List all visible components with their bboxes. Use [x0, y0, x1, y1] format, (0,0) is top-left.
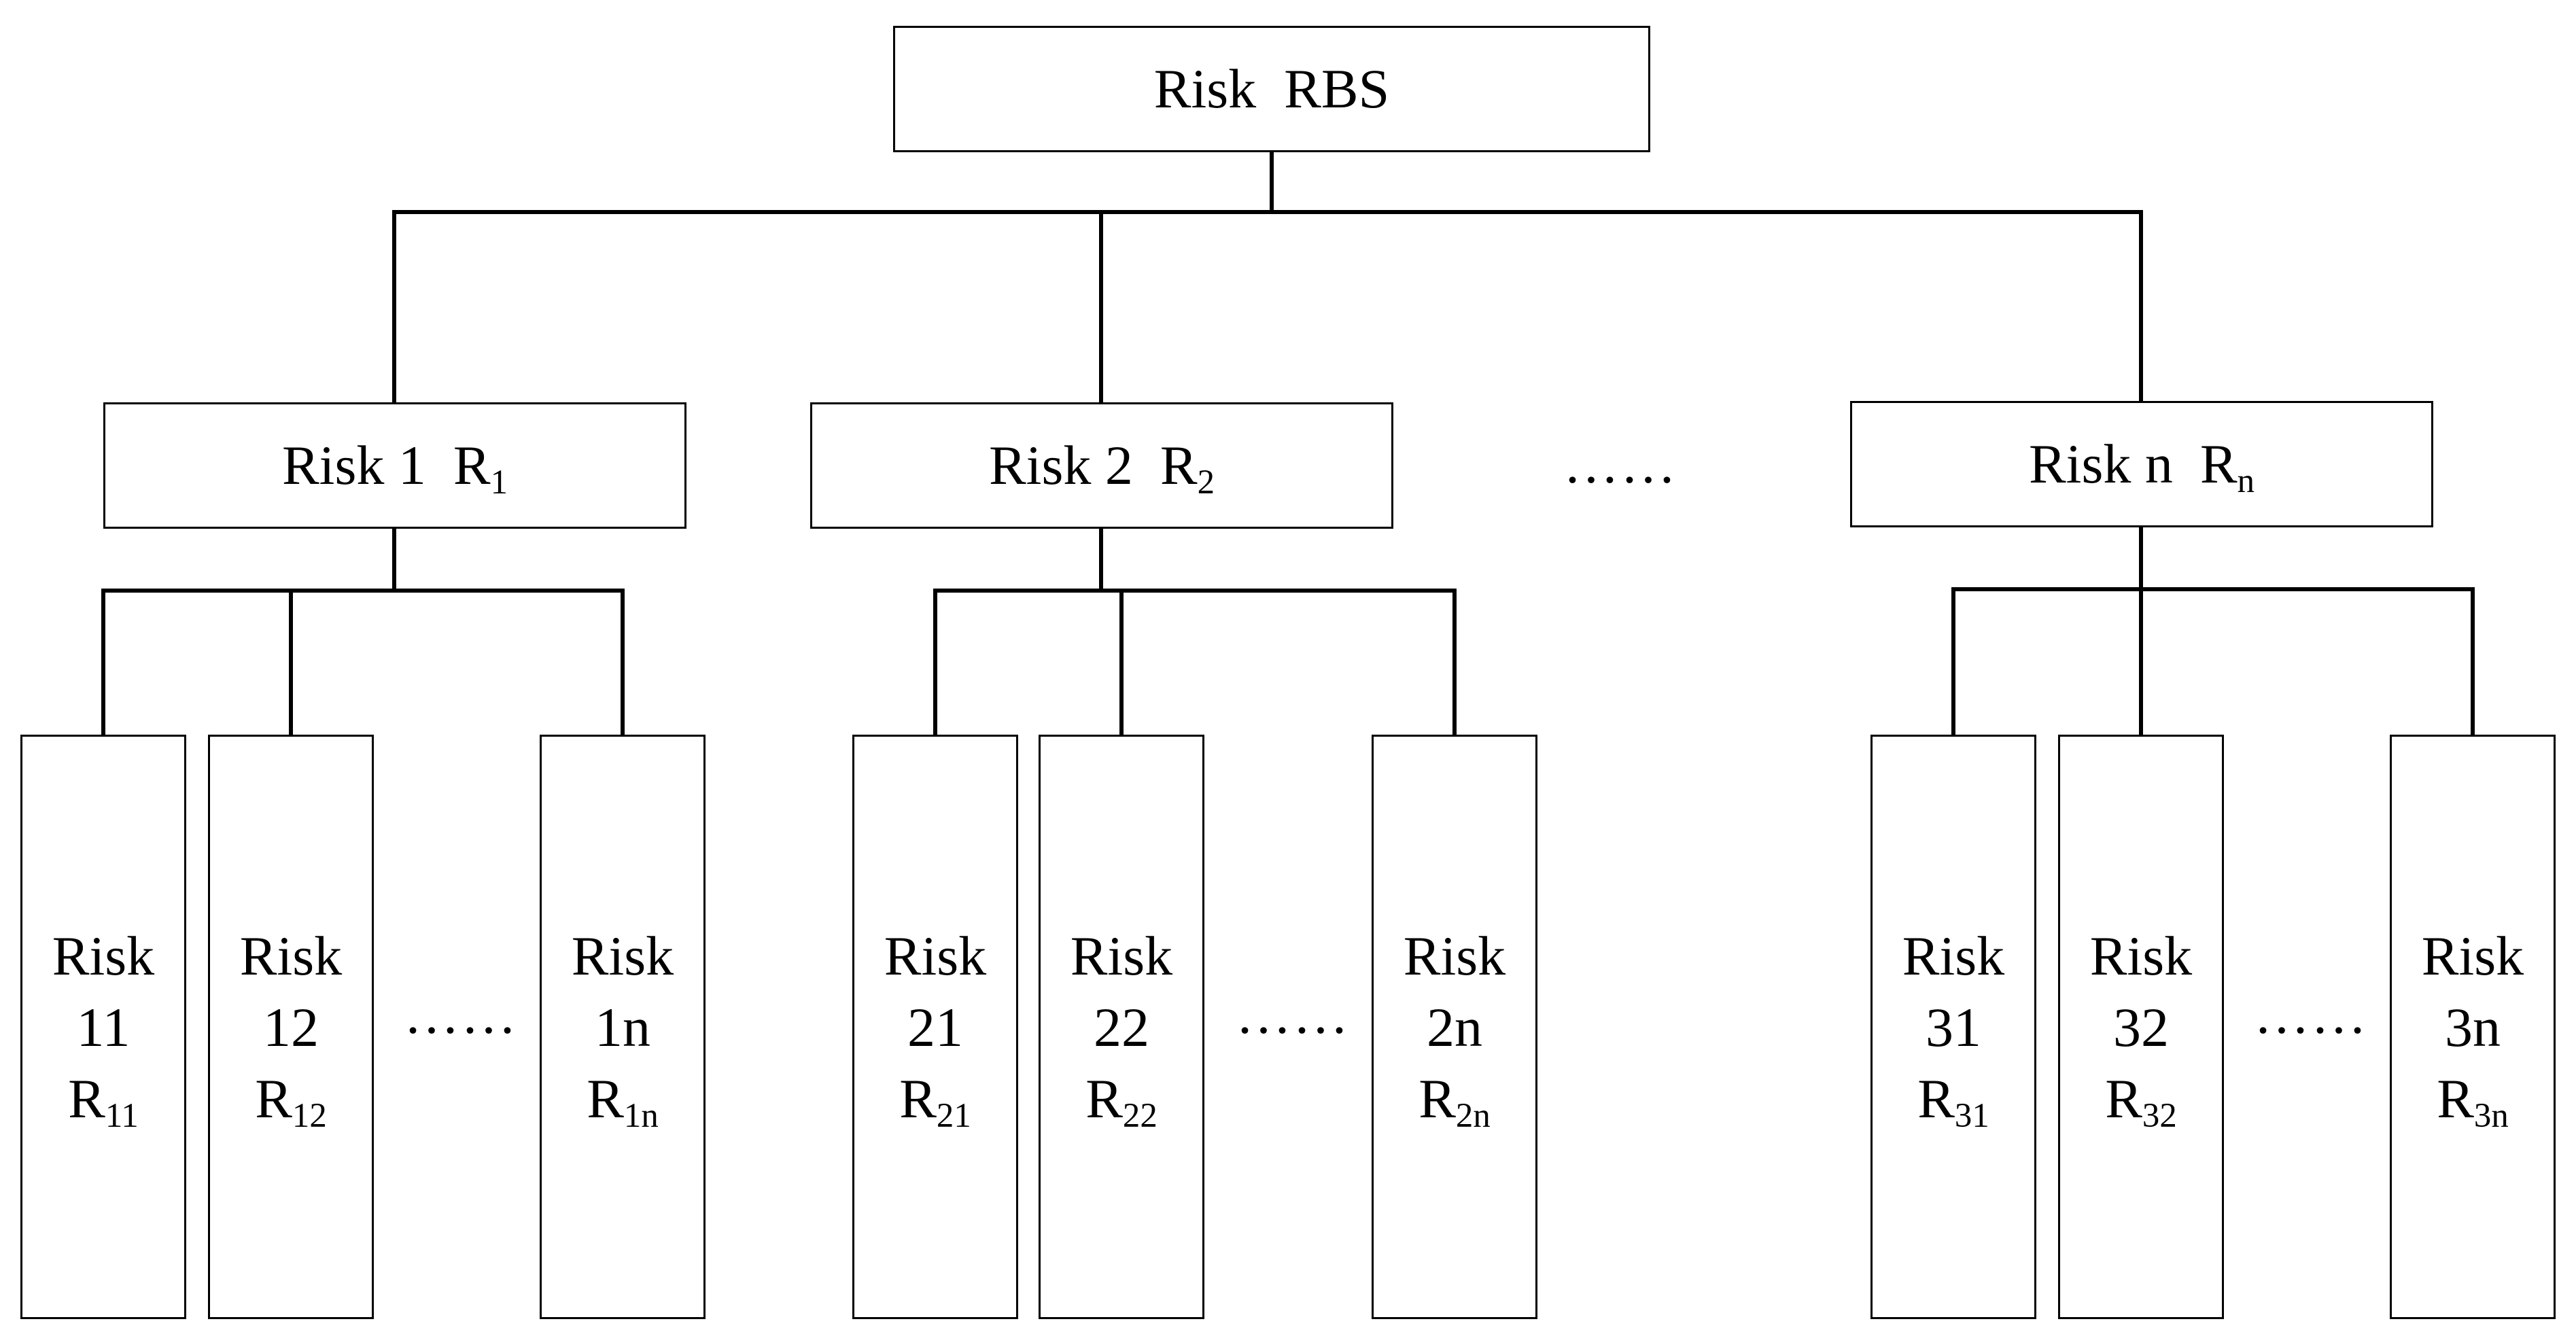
risk-21-word: Risk [884, 924, 987, 987]
risk-1n-node: Risk 1n R1n [540, 735, 706, 1319]
risk-1n-subscript: 1n [623, 1096, 659, 1134]
risk-21-subscript: 21 [936, 1096, 971, 1134]
risk-2n-symbol: R [1418, 1067, 1456, 1130]
risk-12-symbol: R [255, 1067, 292, 1130]
risk-11-subscript: 11 [105, 1096, 139, 1134]
risk-11-symbol: R [68, 1067, 105, 1130]
risk-11-node: Risk 11 R11 [20, 735, 186, 1319]
risk-3n-subscript: 3n [2473, 1096, 2509, 1134]
risk-2-name: Risk 2 [988, 434, 1133, 496]
risk-12-number: 12 [262, 996, 319, 1058]
risk-2n-number: 2n [1426, 996, 1482, 1058]
risk-1-symbol: R [453, 434, 491, 496]
risk-1-name: Risk 1 [281, 434, 426, 496]
risk-1n-word: Risk [571, 924, 674, 987]
risk-22-subscript: 22 [1122, 1096, 1158, 1134]
risk-1n-symbol: R [587, 1067, 624, 1130]
risk-n-symbol: R [2199, 433, 2238, 495]
risk-2n-node: Risk 2n R2n [1372, 735, 1537, 1319]
risk-22-symbol: R [1085, 1067, 1123, 1130]
risk-2-node: Risk 2 R2 [810, 402, 1393, 529]
risk-32-node: Risk 32 R32 [2058, 735, 2224, 1319]
level1-ellipsis: …… [1563, 433, 1677, 495]
risk-31-node: Risk 31 R31 [1870, 735, 2036, 1319]
risk-2n-subscript: 2n [1455, 1096, 1491, 1134]
risk-22-word: Risk [1070, 924, 1173, 987]
root-node-label: Risk RBS [1153, 58, 1390, 120]
risk-22-number: 22 [1093, 996, 1149, 1058]
risk-2-symbol: R [1160, 434, 1198, 496]
risk-1-node: Risk 1 R1 [103, 402, 686, 529]
risk-n-node: Risk n Rn [1850, 401, 2433, 527]
risk-3n-symbol: R [2437, 1067, 2474, 1130]
risk-12-subscript: 12 [292, 1096, 327, 1134]
group-1-ellipsis: …… [404, 983, 518, 1045]
risk-11-word: Risk [52, 924, 155, 987]
risk-32-symbol: R [2105, 1067, 2142, 1130]
risk-12-node: Risk 12 R12 [208, 735, 374, 1319]
risk-31-number: 31 [1925, 996, 1981, 1058]
risk-31-word: Risk [1902, 924, 2005, 987]
risk-n-name: Risk n [2028, 433, 2173, 495]
risk-3n-number: 3n [2444, 996, 2501, 1058]
risk-3n-word: Risk [2421, 924, 2524, 987]
risk-3n-node: Risk 3n R3n [2390, 735, 2556, 1319]
risk-32-subscript: 32 [2142, 1096, 2177, 1134]
risk-n-subscript: n [2237, 461, 2255, 500]
risk-2n-word: Risk [1403, 924, 1506, 987]
risk-32-number: 32 [2112, 996, 2169, 1058]
risk-21-symbol: R [899, 1067, 937, 1130]
risk-11-number: 11 [76, 996, 130, 1058]
risk-31-symbol: R [1917, 1067, 1955, 1130]
risk-1-subscript: 1 [490, 463, 508, 502]
risk-21-number: 21 [907, 996, 963, 1058]
risk-21-node: Risk 21 R21 [852, 735, 1018, 1319]
group-3-ellipsis: …… [2254, 983, 2368, 1045]
risk-1n-number: 1n [594, 996, 650, 1058]
risk-31-subscript: 31 [1954, 1096, 1989, 1134]
group-2-ellipsis: …… [1236, 983, 1350, 1045]
risk-32-word: Risk [2089, 924, 2193, 987]
risk-2-subscript: 2 [1197, 463, 1215, 502]
risk-22-node: Risk 22 R22 [1039, 735, 1204, 1319]
root-node: Risk RBS [893, 26, 1650, 152]
risk-12-word: Risk [239, 924, 343, 987]
